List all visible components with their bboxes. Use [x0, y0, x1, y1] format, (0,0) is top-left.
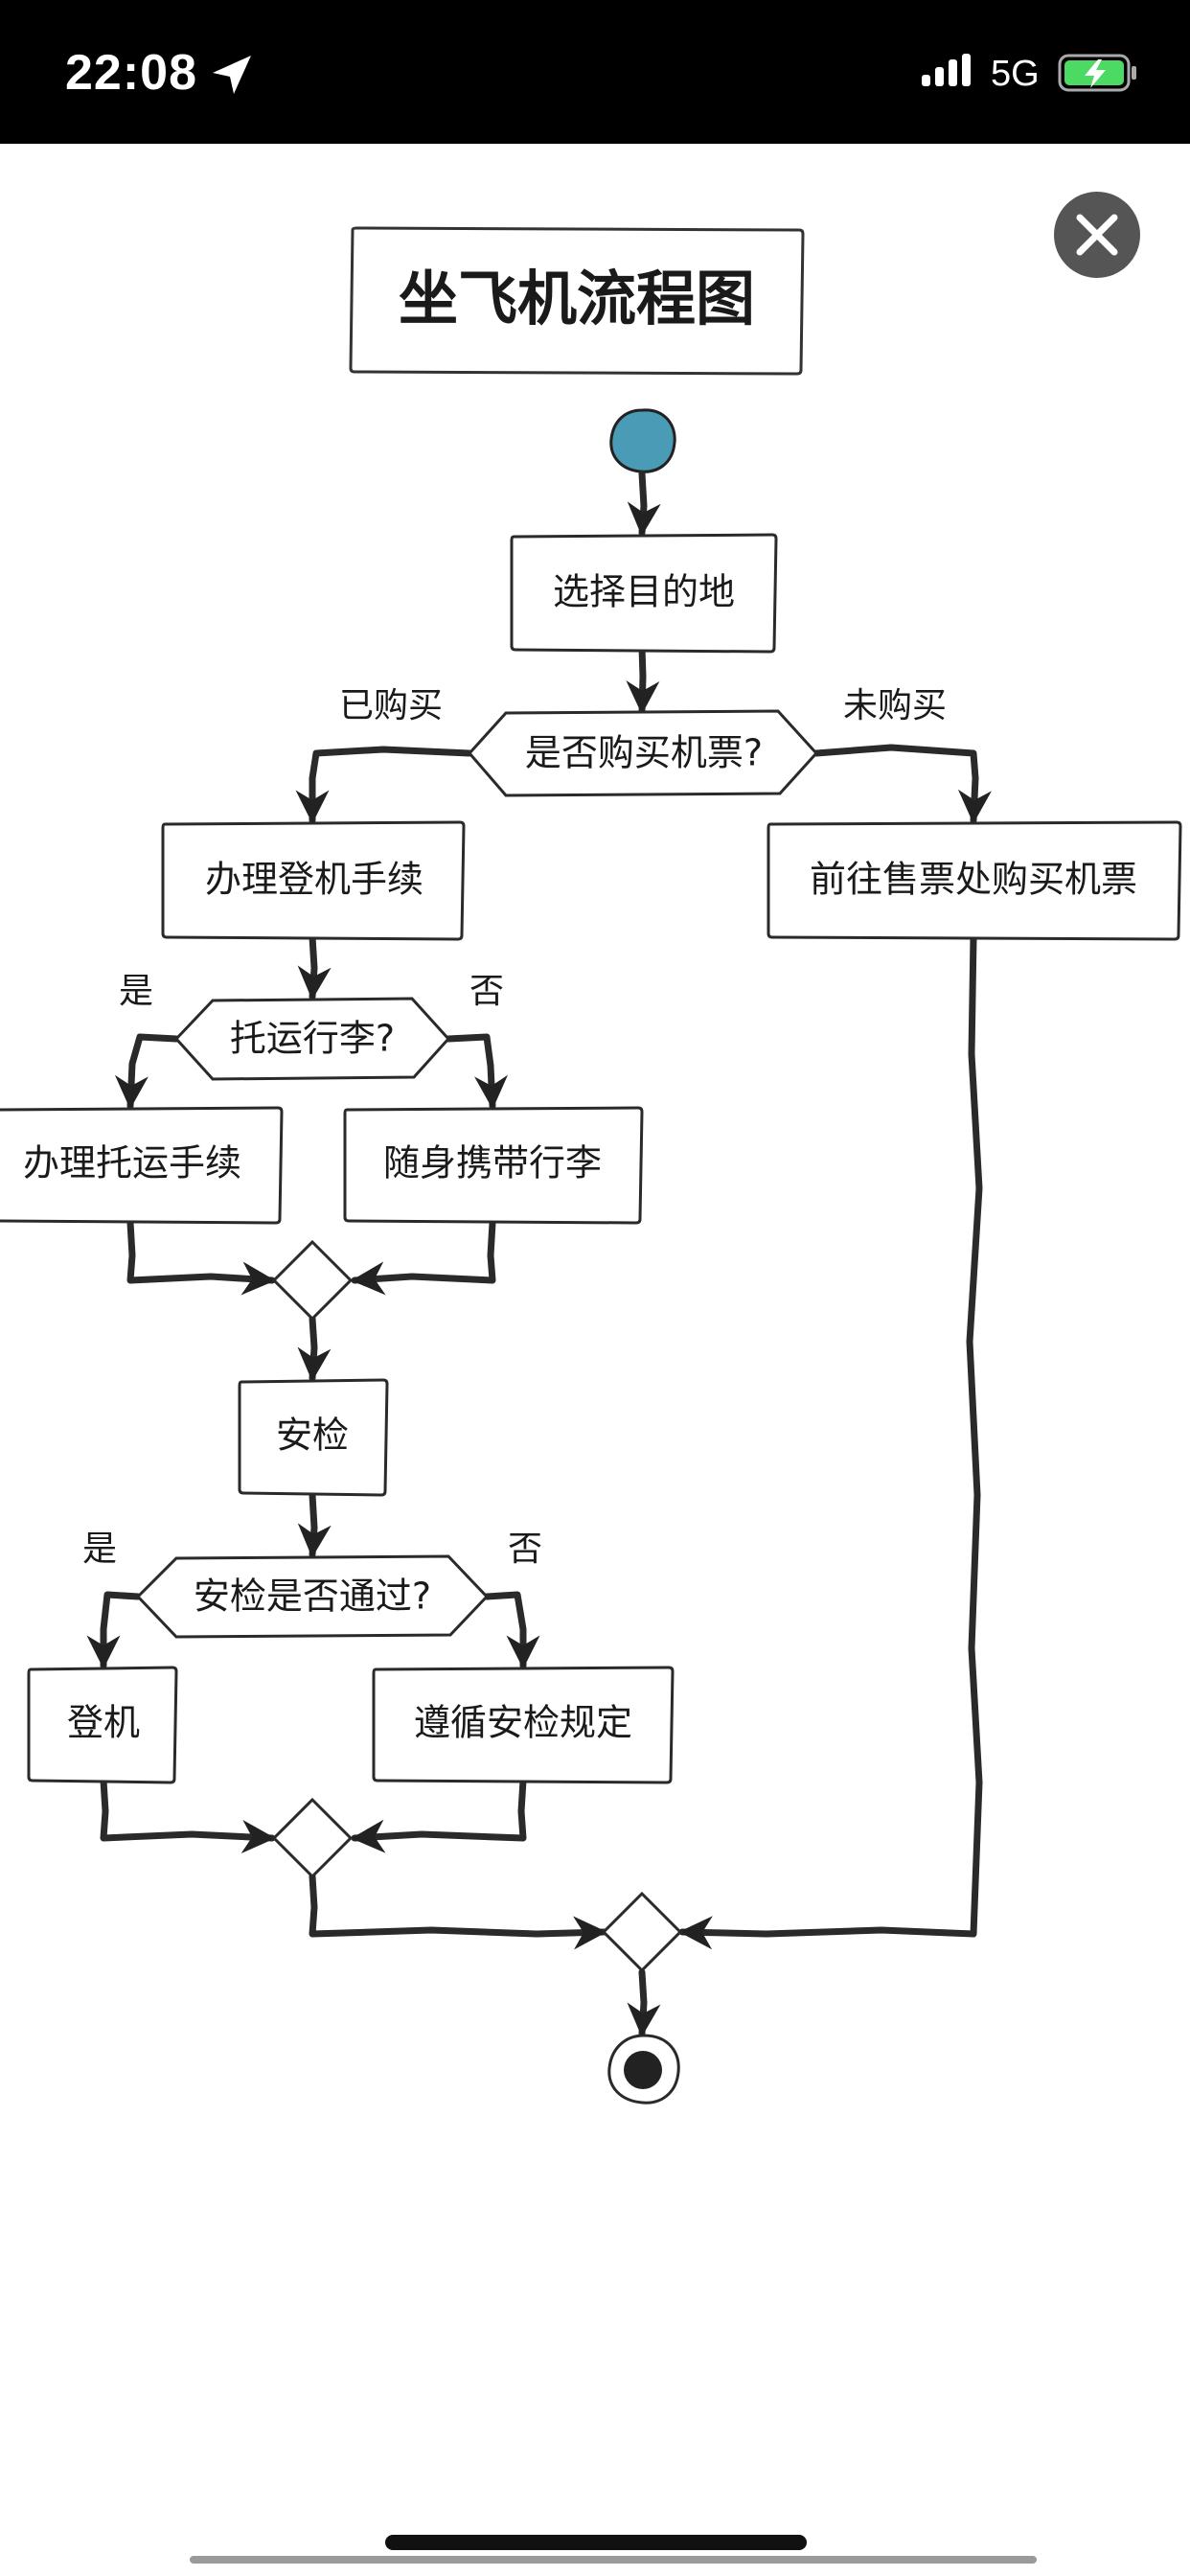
edge-office-merge3 [678, 933, 983, 1950]
edge-passq-rules [483, 1591, 540, 1669]
home-indicator[interactable] [385, 2535, 807, 2550]
decision-checked-luggage: 托运行李? [173, 997, 451, 1081]
edge-merge2-merge3 [309, 1873, 607, 1950]
close-button[interactable] [1054, 192, 1140, 278]
merge-luggage [271, 1239, 354, 1322]
scroll-bar[interactable] [190, 2556, 1037, 2564]
location-arrow-icon [213, 56, 251, 94]
merge-security [271, 1797, 354, 1879]
node-checkin: 办理登机手续 [161, 820, 466, 941]
edge-luggageq-checked [114, 1033, 180, 1110]
edge-passq-board [86, 1591, 142, 1669]
diagram-title: 坐飞机流程图 [349, 226, 805, 376]
edge-label-luggage-yes: 是 [119, 972, 153, 1011]
edge-label-pass-no: 否 [508, 1530, 542, 1569]
label-checkin: 办理登机手续 [205, 859, 423, 901]
edge-board-merge2 [100, 1777, 276, 1853]
end-inner-circle [624, 2051, 662, 2089]
edge-choose-buyq [626, 644, 660, 715]
label-security: 安检 [276, 1414, 349, 1457]
node-follow-rules: 遵循安检规定 [372, 1666, 675, 1784]
start-circle [609, 408, 676, 473]
edge-checked-merge1 [126, 1219, 276, 1296]
edge-label-pass-yes: 是 [82, 1530, 117, 1569]
decision-security-pass: 安检是否通过? [135, 1554, 490, 1639]
merge-final [601, 1891, 683, 1973]
node-security: 安检 [238, 1378, 389, 1497]
edge-label-not-bought: 未购买 [843, 686, 947, 725]
flowchart: 坐飞机流程图 已购买 未购买 是 否 是 否 选择目的地 是否购买机 [0, 226, 1182, 2104]
battery-charging-icon [1058, 54, 1136, 92]
node-ticket-office: 前往售票处购买机票 [767, 820, 1182, 941]
label-checked-luggage-q: 托运行李? [230, 1018, 395, 1060]
label-carry-on: 随身携带行李 [383, 1142, 602, 1184]
edge-start-choose [627, 470, 661, 537]
edge-luggageq-carry [445, 1033, 508, 1110]
label-board: 登机 [67, 1702, 140, 1744]
label-checked-luggage: 办理托运手续 [23, 1142, 241, 1184]
status-time: 22:08 [65, 45, 197, 101]
title-label: 坐飞机流程图 [399, 264, 755, 334]
edge-security-passq [297, 1491, 332, 1558]
edge-rules-merge2 [351, 1777, 527, 1853]
network-type: 5G [991, 54, 1040, 94]
node-carry-on: 随身携带行李 [343, 1106, 644, 1225]
end-node [607, 2034, 680, 2104]
edge-merge1-security [297, 1315, 332, 1382]
label-follow-rules: 遵循安检规定 [414, 1702, 632, 1744]
close-icon [1076, 214, 1118, 256]
edge-merge3-end [627, 1968, 661, 2037]
label-choose-destination: 选择目的地 [553, 571, 735, 613]
node-board: 登机 [27, 1666, 178, 1784]
signal-bars-icon [922, 54, 971, 86]
start-node [609, 408, 676, 473]
edge-label-luggage-no: 否 [469, 972, 504, 1011]
label-ticket-office: 前往售票处购买机票 [810, 859, 1137, 901]
edge-buyq-office [812, 744, 992, 824]
edge-buyq-checkin [295, 746, 473, 824]
edge-carry-merge1 [351, 1219, 496, 1296]
node-choose-destination: 选择目的地 [510, 533, 778, 654]
status-icons [213, 54, 1136, 94]
status-bar: 22:08 5G [0, 0, 1190, 144]
edge-checkin-luggageq [297, 933, 332, 1000]
label-buy-ticket-q: 是否购买机票? [525, 732, 763, 774]
decision-buy-ticket: 是否购买机票? [467, 709, 819, 797]
label-security-pass-q: 安检是否通过? [194, 1576, 431, 1618]
node-checked-luggage: 办理托运手续 [0, 1106, 284, 1225]
edge-label-bought: 已购买 [339, 686, 443, 725]
